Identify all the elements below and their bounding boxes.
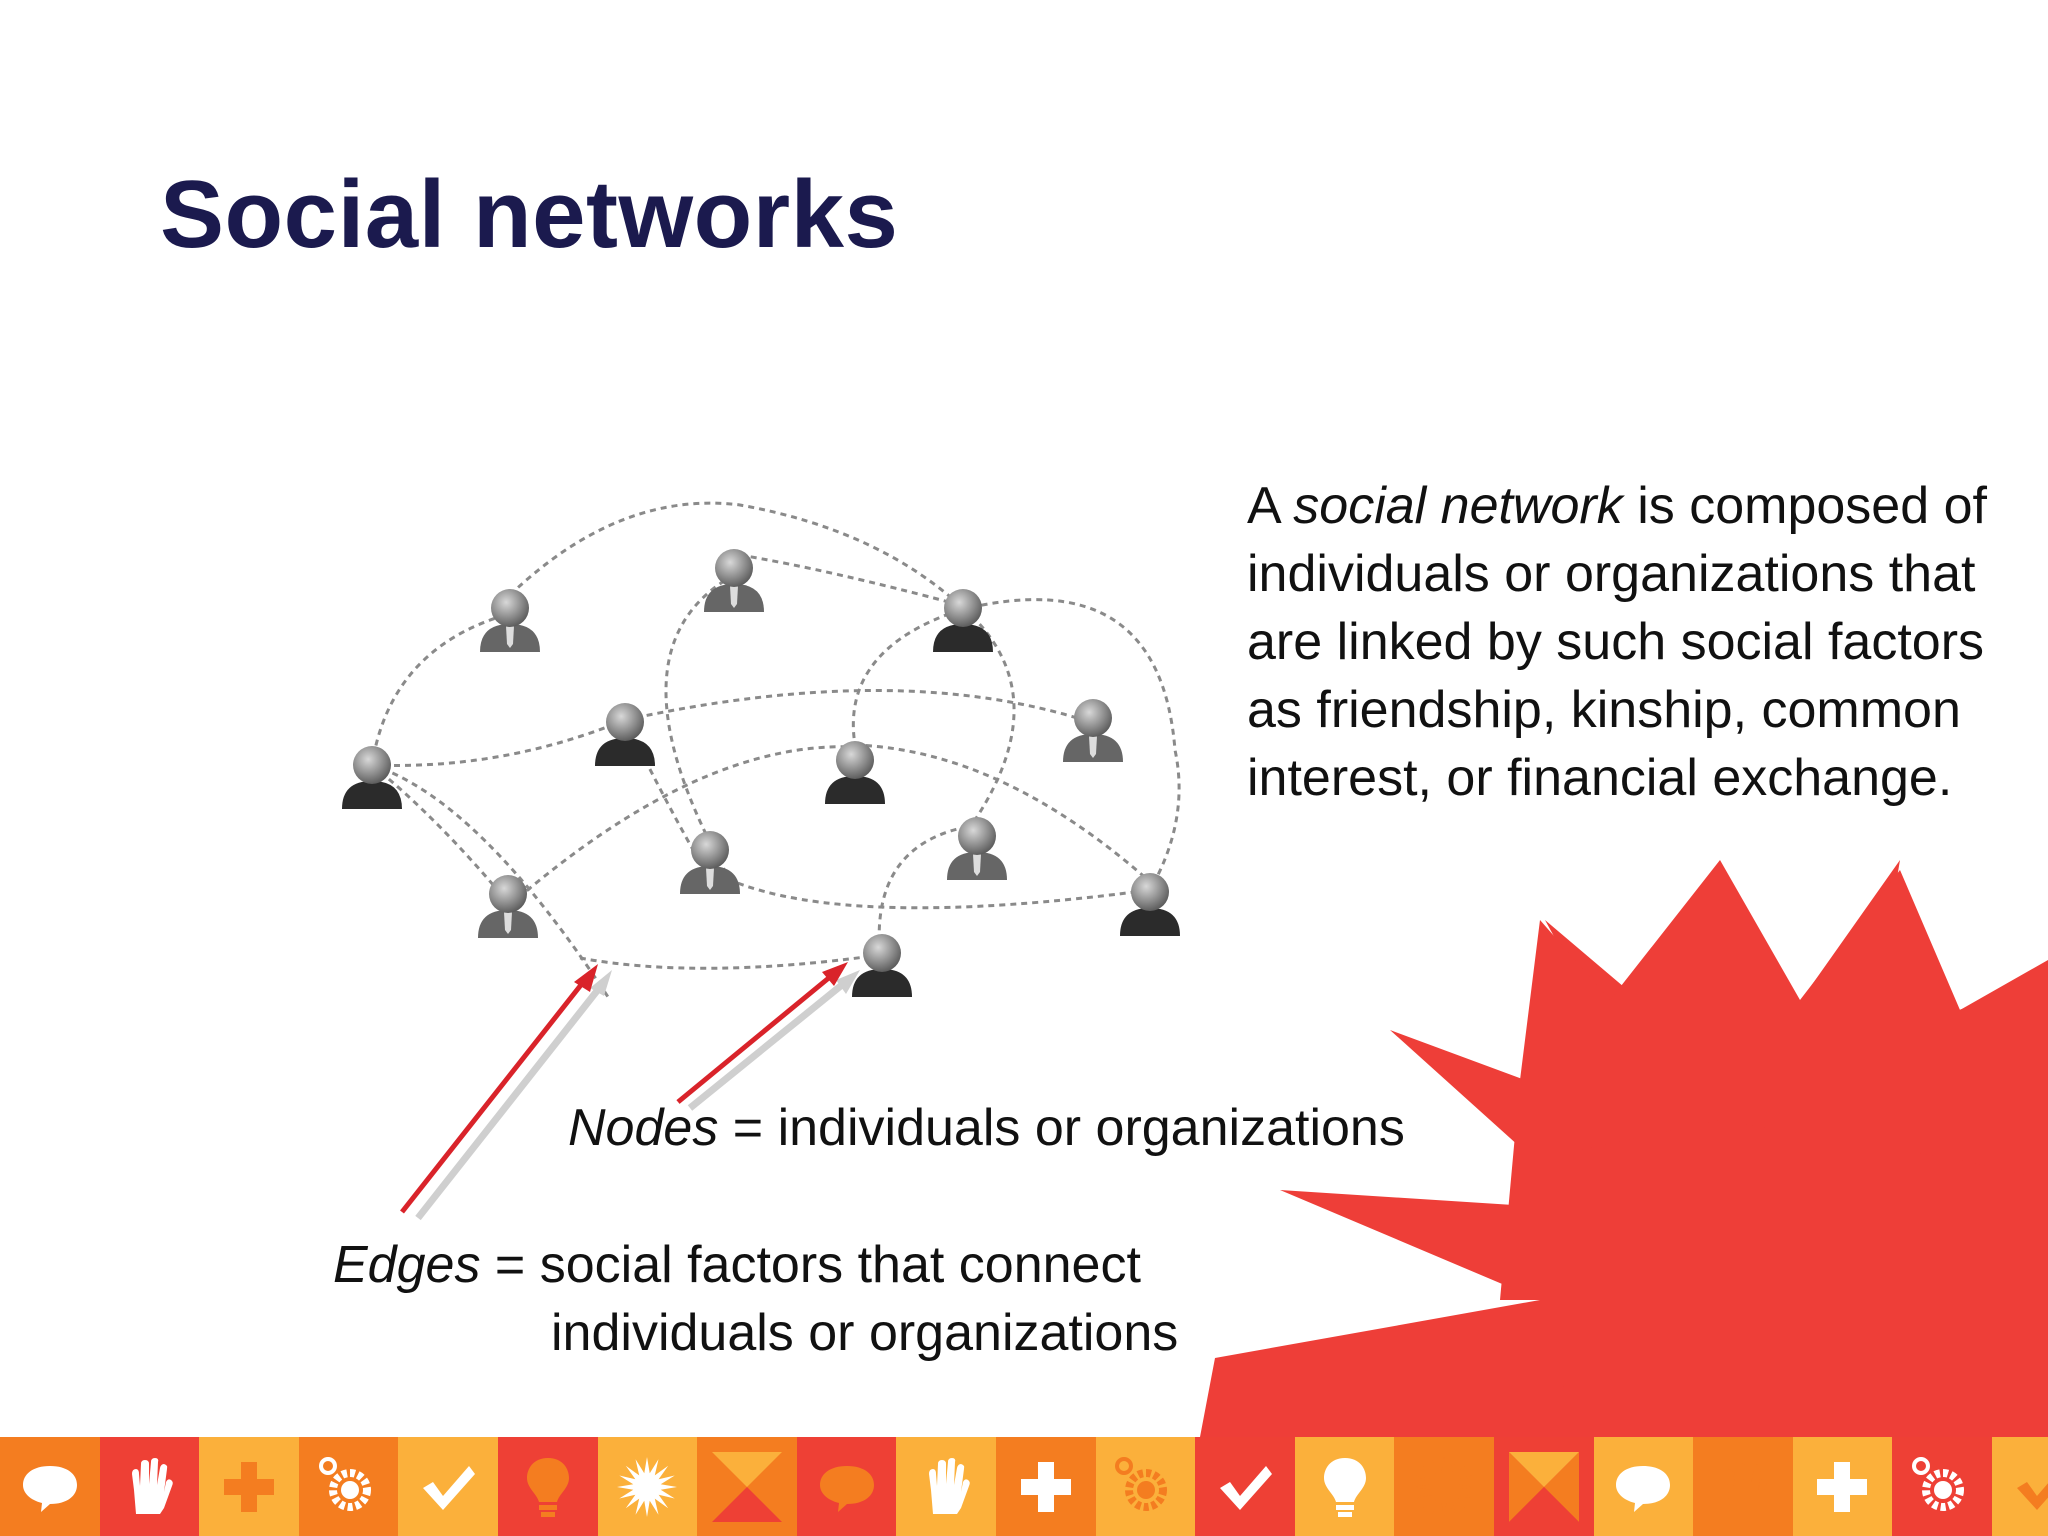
footer-tile <box>896 1437 996 1536</box>
footer-tile <box>298 1437 399 1536</box>
hand-icon <box>132 1457 174 1514</box>
footer-tile <box>1394 1437 1494 1536</box>
footer-tile <box>597 1437 698 1536</box>
hand-icon <box>1725 1457 1767 1514</box>
gear-icon <box>1912 1456 1965 1511</box>
definition-text: is composed of individuals or organizati… <box>1247 477 1987 807</box>
bowtie-icon <box>1508 1451 1579 1522</box>
edges-term: Edges <box>333 1236 481 1294</box>
gear-icon <box>318 1456 371 1511</box>
node-arrow <box>676 962 860 1111</box>
footer-tile <box>1095 1437 1196 1536</box>
check-icon <box>1219 1465 1272 1510</box>
person-node <box>1120 873 1180 936</box>
footer-tile <box>796 1437 897 1536</box>
person-node <box>825 741 885 804</box>
person-node <box>478 875 538 938</box>
edges-definition-line2: individuals or organizations <box>551 1304 1179 1362</box>
footer-tile <box>1991 1437 2048 1536</box>
plus-icon <box>1020 1461 1071 1512</box>
footer-tile <box>995 1437 1096 1536</box>
person-node <box>342 746 402 809</box>
footer-icon-strip <box>0 1437 2048 1536</box>
definition-lead: A <box>1247 477 1279 535</box>
edge-arrow <box>400 964 612 1221</box>
footer-tile <box>99 1437 200 1536</box>
slide-title: Social networks <box>160 161 899 268</box>
sunburst-icon <box>1414 1456 1475 1517</box>
footer-tile <box>199 1437 299 1536</box>
speech-bubble-icon <box>819 1465 874 1512</box>
person-node <box>1063 699 1123 762</box>
nodes-definition: = individuals or organizations <box>732 1099 1405 1157</box>
footer-tile <box>1792 1437 1893 1536</box>
gear-icon <box>1115 1456 1168 1511</box>
definition-term: social network <box>1293 477 1623 535</box>
person-node <box>595 703 655 766</box>
bowtie-icon <box>711 1451 782 1522</box>
footer-tile <box>1294 1437 1395 1536</box>
person-node <box>933 589 993 652</box>
nodes-label: Nodes = individuals or organizations <box>568 1094 1405 1162</box>
footer-tile <box>1195 1437 1295 1536</box>
check-icon <box>2016 1481 2048 1510</box>
footer-tile <box>1593 1437 1694 1536</box>
social-network-definition: A social network is composed of individu… <box>1247 472 2007 812</box>
footer-tile <box>1493 1437 1594 1536</box>
nodes-term: Nodes <box>568 1099 719 1157</box>
plus-icon <box>223 1461 274 1512</box>
footer-tile <box>497 1437 598 1536</box>
lightbulb-icon <box>526 1457 569 1517</box>
nodes <box>342 549 1180 997</box>
sunburst-icon <box>617 1456 678 1517</box>
footer-tile <box>1693 1437 1793 1536</box>
edges-definition-line1: = social factors that connect <box>494 1236 1141 1294</box>
check-icon <box>423 1465 476 1510</box>
footer-tile <box>697 1437 797 1536</box>
footer-tile <box>0 1437 100 1536</box>
footer-tile <box>398 1437 498 1536</box>
speech-bubble-icon <box>1616 1465 1671 1512</box>
person-node <box>947 817 1007 880</box>
edges-label: Edges = social factors that connect indi… <box>333 1231 1178 1367</box>
lightbulb-icon <box>1323 1457 1366 1517</box>
person-node <box>852 934 912 997</box>
footer-tile <box>1892 1437 1992 1536</box>
hand-icon <box>929 1457 970 1514</box>
plus-icon <box>1817 1461 1868 1512</box>
speech-bubble-icon <box>22 1465 77 1512</box>
